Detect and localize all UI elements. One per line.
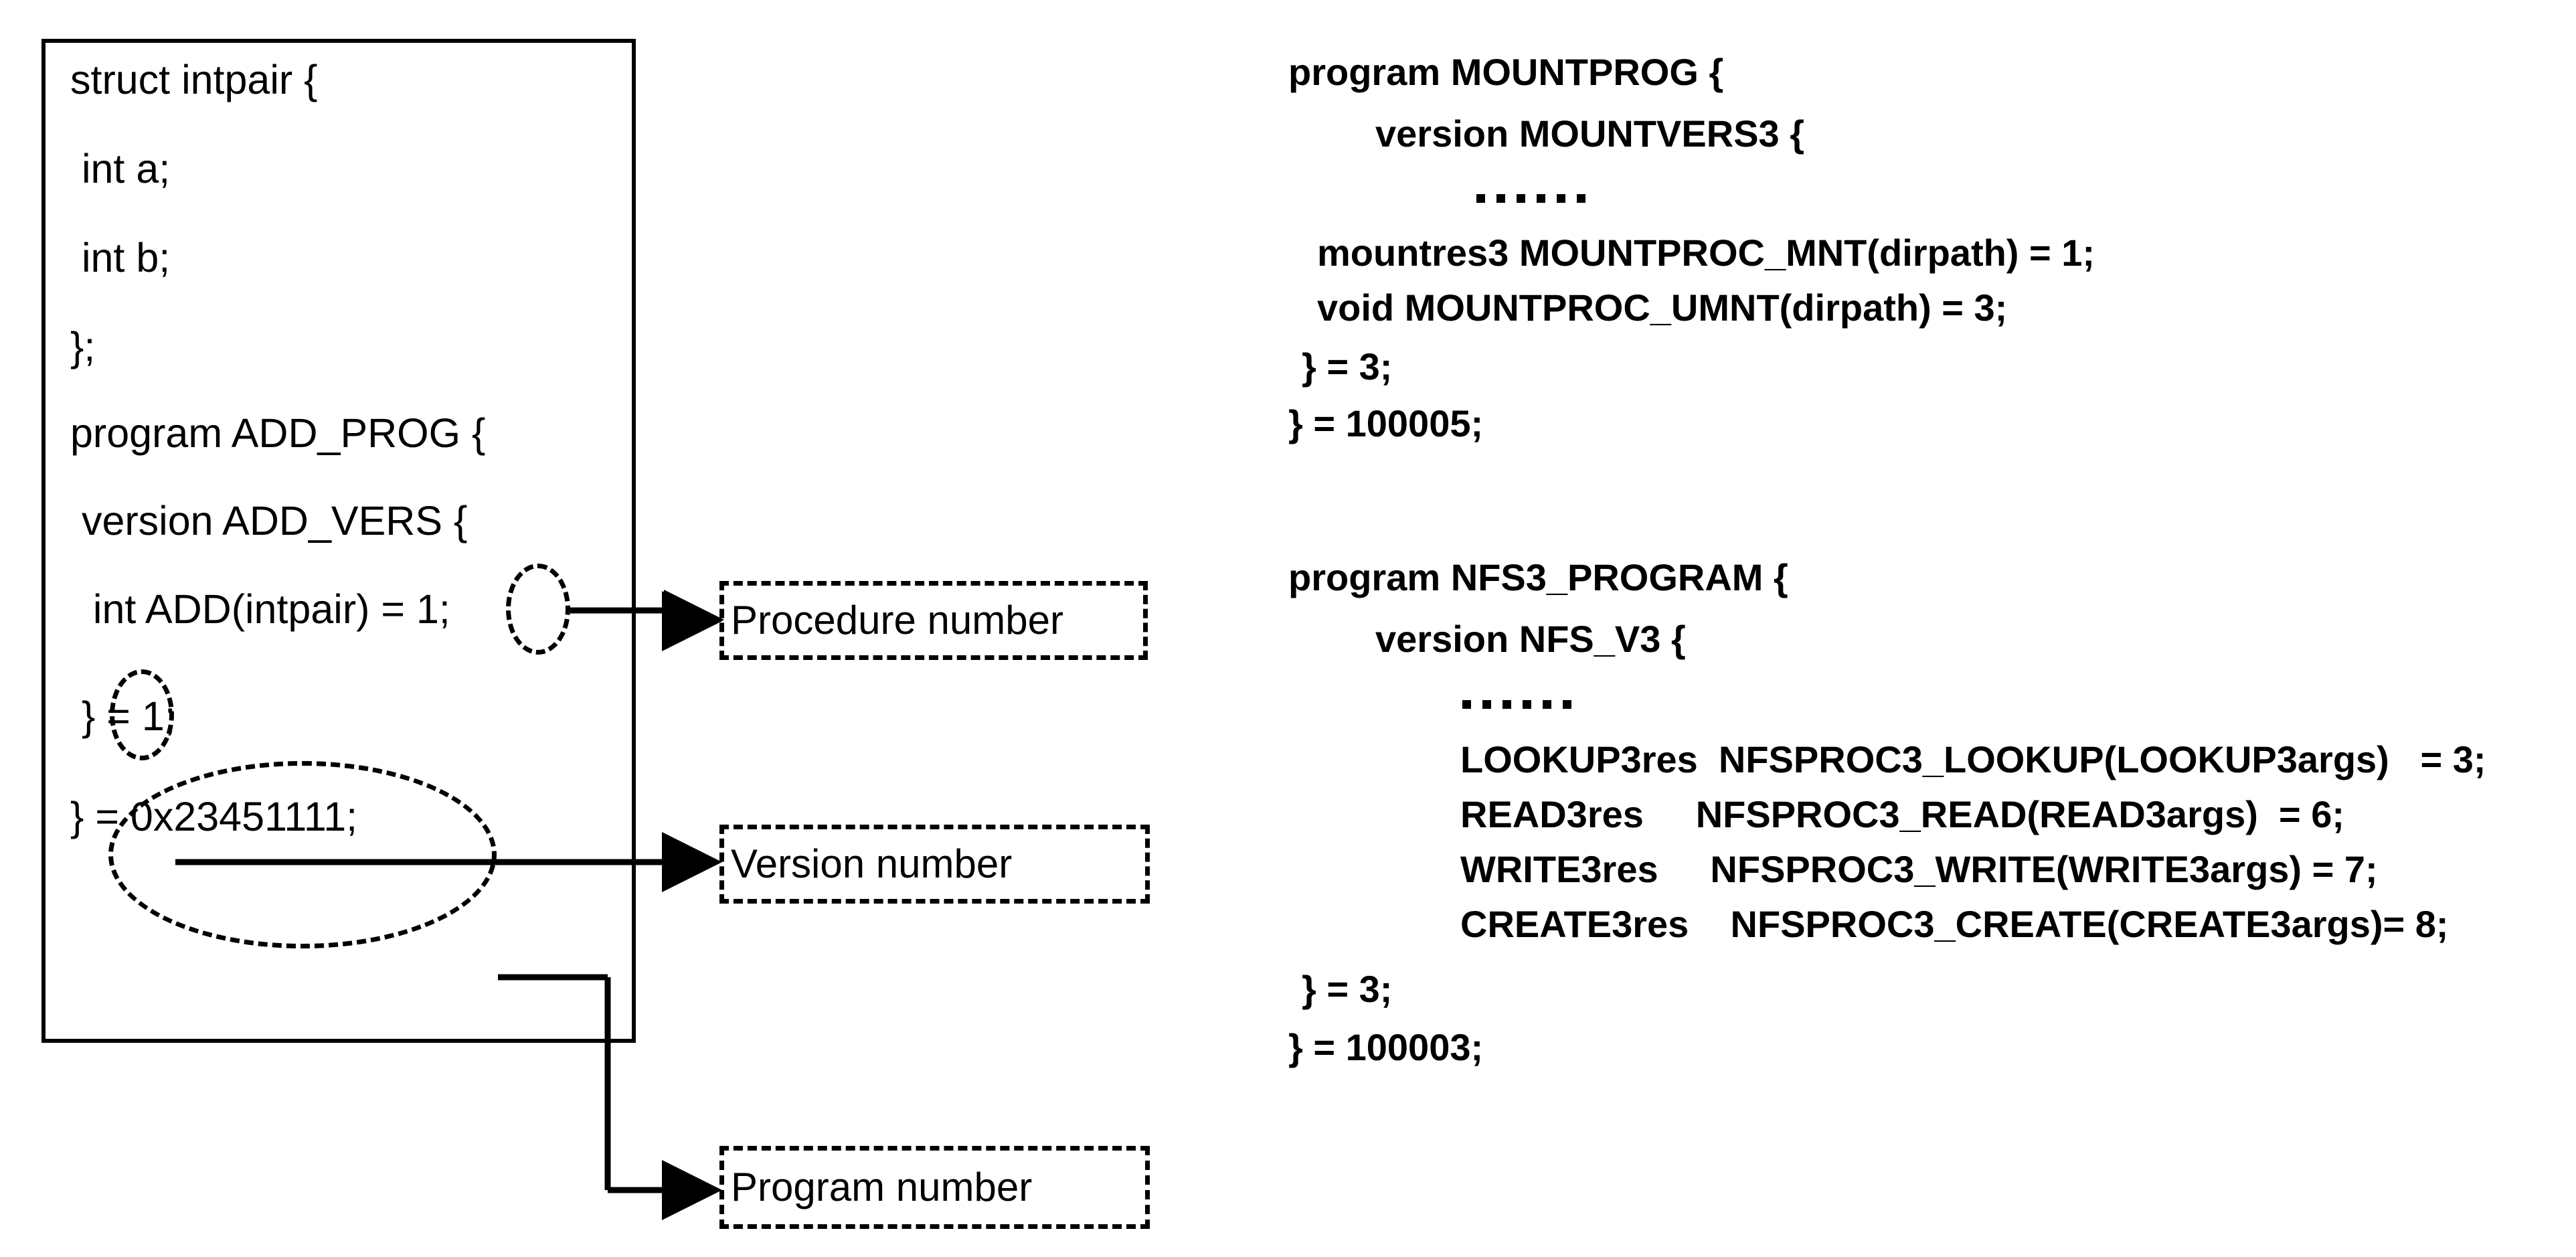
code-line-int-b: int b; bbox=[70, 235, 171, 280]
nfs-line-proc-write: WRITE3res NFSPROC3_WRITE(WRITE3args) = 7… bbox=[1460, 848, 2378, 890]
procedure-number-highlight-circle bbox=[506, 564, 570, 655]
code-line-int-a: int a; bbox=[70, 146, 171, 191]
code-line-procedure-add: int ADD(intpair) = 1; bbox=[70, 586, 450, 632]
procedure-number-callout-label: Procedure number bbox=[731, 598, 1063, 643]
procedure-number-callout: Procedure number bbox=[719, 581, 1148, 660]
mount-line-proc-umnt: void MOUNTPROC_UMNT(dirpath) = 3; bbox=[1317, 286, 2008, 329]
program-number-highlight-ellipse bbox=[108, 761, 497, 948]
code-line-program-add-prog: program ADD_PROG { bbox=[70, 410, 486, 456]
mount-line-version-close: } = 3; bbox=[1302, 345, 1393, 388]
code-line-struct-close: }; bbox=[70, 324, 96, 369]
nfs-line-proc-lookup: LOOKUP3res NFSPROC3_LOOKUP(LOOKUP3args) … bbox=[1460, 738, 2486, 780]
nfs-line-proc-create: CREATE3res NFSPROC3_CREATE(CREATE3args)=… bbox=[1460, 903, 2449, 945]
nfs-line-version-open: version NFS_V3 { bbox=[1375, 618, 1686, 660]
nfs-line-ellipsis bbox=[1462, 700, 1571, 709]
version-number-callout-label: Version number bbox=[731, 841, 1013, 886]
code-line-struct-open: struct intpair { bbox=[70, 57, 318, 102]
code-line-version-add-vers: version ADD_VERS { bbox=[70, 498, 468, 543]
nfs-line-proc-read: READ3res NFSPROC3_READ(READ3args) = 6; bbox=[1460, 793, 2345, 835]
nfs-line-version-close: } = 3; bbox=[1302, 968, 1393, 1010]
version-number-highlight-circle bbox=[110, 669, 174, 760]
program-number-callout-label: Program number bbox=[731, 1165, 1033, 1209]
mount-line-program-open: program MOUNTPROG { bbox=[1288, 51, 1724, 93]
nfs-line-program-open: program NFS3_PROGRAM { bbox=[1288, 556, 1788, 598]
mount-line-program-close: } = 100005; bbox=[1288, 402, 1484, 444]
mount-line-ellipsis bbox=[1476, 194, 1585, 203]
mount-line-proc-mnt: mountres3 MOUNTPROC_MNT(dirpath) = 1; bbox=[1317, 232, 2095, 274]
program-number-callout: Program number bbox=[719, 1146, 1150, 1229]
version-number-callout: Version number bbox=[719, 825, 1150, 904]
nfs-line-program-close: } = 100003; bbox=[1288, 1026, 1484, 1068]
mount-line-version-open: version MOUNTVERS3 { bbox=[1375, 112, 1805, 155]
